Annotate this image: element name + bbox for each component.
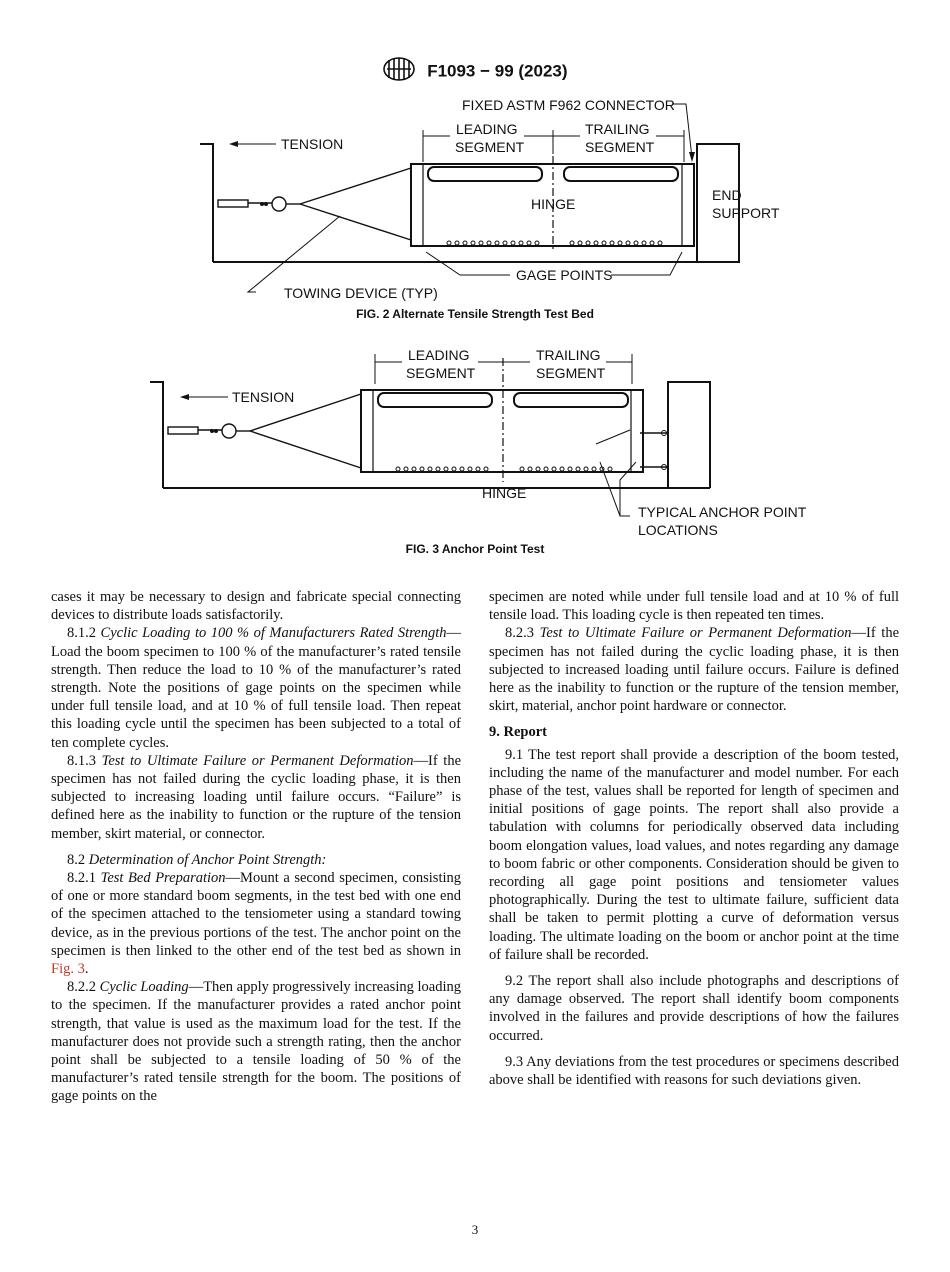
page-number: 3 [471,1222,479,1237]
paragraph-cont: cases it may be necessary to design and … [51,589,461,624]
astm-logo-icon [382,56,416,87]
section-heading-report: 9. Report [489,724,547,741]
fig3-leading-label: LEADING [408,347,469,363]
fig2-leading-segment-label: SEGMENT [455,139,525,155]
paragraph-9-2: 9.2 The report shall also include photog… [489,973,899,1044]
paragraph-8-2-1: 8.2.1 Test Bed Preparation—Mount a secon… [51,870,462,978]
page-header: F1093 − 99 (2023) [0,56,950,82]
fig3-trailing-segment-label: SEGMENT [536,365,606,381]
fig3-hinge-label: HINGE [482,485,526,501]
fig2-tension-label: TENSION [281,136,343,152]
fig3-link[interactable]: Fig. 3 [51,961,85,978]
document-designation: F1093 − 99 (2023) [427,61,568,81]
fig2-gage-label: GAGE POINTS [516,267,612,283]
fig3-trailing-label: TRAILING [536,347,601,363]
figure-2-diagram: FIXED ASTM F962 CONNECTOR LEADING SEGMEN… [200,97,780,301]
figure-3-diagram: LEADING SEGMENT TRAILING SEGMENT TENSION… [150,347,807,538]
paragraph-8-1-3: 8.1.3 Test to Ultimate Failure or Perman… [51,752,462,842]
paragraph-9-3: 9.3 Any deviations from the test procedu… [489,1053,899,1089]
fig3-tension-label: TENSION [232,389,294,405]
fig2-support-label: SUPPORT [712,205,780,221]
fig3-anchor-label: TYPICAL ANCHOR POINT [638,504,807,520]
fig2-trailing-segment-label: SEGMENT [585,139,655,155]
fig2-end-label: END [712,187,742,203]
fig2-trailing-label: TRAILING [585,121,650,137]
fig2-connector-label: FIXED ASTM F962 CONNECTOR [462,97,675,113]
paragraph-8-1-2: 8.1.2 Cyclic Loading to 100 % of Manufac… [51,625,462,751]
fig3-caption: FIG. 3 Anchor Point Test [405,542,545,556]
fig3-anchor-locations-label: LOCATIONS [638,522,718,538]
left-column: cases it may be necessary to design and … [51,588,461,1106]
paragraph-8-2: 8.2 Determination of Anchor Point Streng… [67,851,327,868]
paragraph-cont-right: specimen are noted while under full tens… [489,589,899,624]
fig2-caption: FIG. 2 Alternate Tensile Strength Test B… [356,307,594,321]
paragraph-8-2-2: 8.2.2 Cyclic Loading—Then apply progress… [51,979,461,1105]
fig2-hinge-label: HINGE [531,196,575,212]
paragraph-9-1: 9.1 The test report shall provide a desc… [489,746,899,963]
fig3-leading-segment-label: SEGMENT [406,365,476,381]
fig2-towing-label: TOWING DEVICE (TYP) [284,285,438,301]
fig2-leading-label: LEADING [456,121,517,137]
paragraph-8-2-3: 8.2.3 Test to Ultimate Failure or Perman… [489,625,900,715]
right-column: specimen are noted while under full tens… [489,588,899,1089]
